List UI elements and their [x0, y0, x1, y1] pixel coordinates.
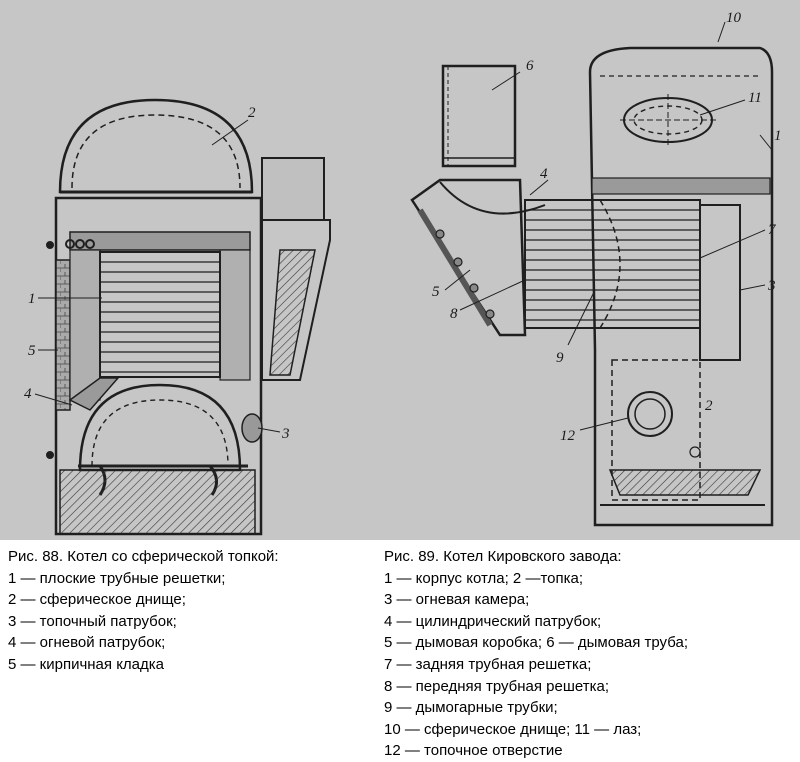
figure-89-item-4: 5 — дымовая коробка; 6 — дымовая труба;: [384, 634, 688, 652]
figure-88-leaders: [34, 119, 281, 433]
fig88-callout-2: 2: [248, 105, 256, 121]
figure-89-drawing: [410, 46, 774, 527]
figure-88-drawing: [46, 98, 331, 536]
captions-panel: Рис. 88. Котел со сферической топкой: 1 …: [0, 540, 800, 760]
figure-89-item-2: 3 — огневая камера;: [384, 591, 530, 609]
fig89-callout-11: 11: [748, 90, 762, 106]
figure-88-title: Рис. 88. Котел со сферической топкой:: [8, 548, 279, 565]
figure-89-item-8: 10 — сферическое днище; 11 — лаз;: [384, 720, 642, 738]
fig89-callout-2: 2: [705, 398, 713, 414]
figure-89-item-6: 8 — передняя трубная решетка;: [384, 677, 609, 695]
figure-88-item-1: 1 — плоские трубные решетки;: [8, 569, 226, 587]
fig89-callout-3: 3: [767, 278, 776, 294]
fig89-callout-4: 4: [540, 166, 548, 182]
fig88-callout-5: 5: [28, 343, 36, 359]
fig89-callout-6: 6: [526, 58, 534, 74]
drawings-panel: 2 1 5 4 3: [0, 0, 800, 540]
figure-88-item-3: 3 — топочный патрубок;: [8, 612, 177, 630]
figure-89-item-3: 4 — цилиндрический патрубок;: [384, 612, 602, 630]
fig89-callout-10: 10: [726, 10, 742, 26]
figure-89-item-5: 7 — задняя трубная решетка;: [384, 655, 592, 673]
figure-88-item-5: 5 — кирпичная кладка: [8, 655, 165, 673]
figure-89-item-7: 9 — дымогарные трубки;: [384, 699, 558, 717]
fig89-callout-9: 9: [556, 350, 564, 366]
figure-89-item-1: 1 — корпус котла; 2 —топка;: [384, 569, 584, 587]
fig88-callout-1: 1: [28, 291, 36, 307]
fig89-callout-12: 12: [560, 428, 576, 444]
fig88-callout-4: 4: [24, 386, 32, 402]
figure-89-leaders: [444, 21, 773, 431]
fig89-callout-8: 8: [450, 306, 458, 322]
figure-88-item-2: 2 — сферическое днище;: [8, 591, 186, 609]
fig89-callout-7: 7: [768, 222, 777, 238]
figure-88-caption: Рис. 88. Котел со сферической топкой: 1 …: [8, 546, 378, 676]
fig89-callout-5: 5: [432, 284, 440, 300]
technical-drawings: 2 1 5 4 3: [24, 10, 782, 536]
fig89-callout-1: 1: [774, 128, 782, 144]
figure-88-item-4: 4 — огневой патрубок;: [8, 634, 166, 652]
figure-89-title: Рис. 89. Котел Кировского завода:: [384, 548, 622, 565]
fig88-callout-3: 3: [281, 426, 290, 442]
figure-89-caption: Рис. 89. Котел Кировского завода: 1 — ко…: [384, 546, 794, 762]
figure-89-item-9: 12 — топочное отверстие: [384, 742, 563, 760]
